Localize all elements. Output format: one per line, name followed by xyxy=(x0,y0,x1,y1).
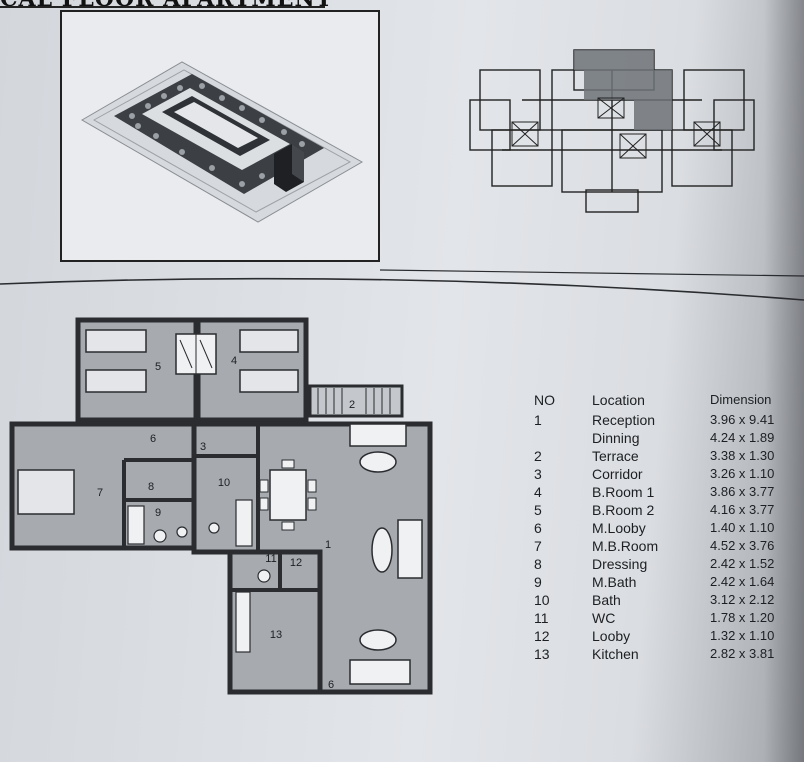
cell-no: 2 xyxy=(534,448,542,464)
table-row: 11 WC 1.78 x 1.20 xyxy=(534,610,794,628)
cell-location: Corridor xyxy=(592,466,643,482)
cell-no: 10 xyxy=(534,592,550,608)
site-plan-frame xyxy=(60,10,380,262)
plan-label-4: 4 xyxy=(231,355,237,367)
cell-dimension: 2.42 x 1.52 xyxy=(710,556,775,571)
cell-location: Kitchen xyxy=(592,646,639,662)
cell-dimension: 3.96 x 9.41 xyxy=(710,412,775,427)
cell-dimension: 3.12 x 2.12 xyxy=(710,592,775,607)
plan-label-6b: 6 xyxy=(328,679,334,691)
cell-location: Dinning xyxy=(592,430,640,446)
site-plan-drawing xyxy=(81,61,364,223)
plan-label-8: 8 xyxy=(148,481,154,493)
table-row: 7 M.B.Room 4.52 x 3.76 xyxy=(534,538,794,556)
plan-label-1: 1 xyxy=(325,539,331,551)
cell-location: M.B.Room xyxy=(592,538,659,554)
plan-label-9: 9 xyxy=(155,507,161,519)
cell-dimension: 4.24 x 1.89 xyxy=(710,430,775,445)
cell-no: 4 xyxy=(534,484,542,500)
cell-dimension: 1.78 x 1.20 xyxy=(710,610,775,625)
table-row: 8 Dressing 2.42 x 1.52 xyxy=(534,556,794,574)
plan-label-10: 10 xyxy=(218,477,230,489)
cell-dimension: 3.86 x 3.77 xyxy=(710,484,775,499)
cell-no: 13 xyxy=(534,646,550,662)
table-row: 5 B.Room 2 4.16 x 3.77 xyxy=(534,502,794,520)
room-schedule-table: NO Location Dimension 1 Reception 3.96 x 9… xyxy=(534,392,794,664)
table-row: 6 M.Looby 1.40 x 1.10 xyxy=(534,520,794,538)
cell-location: Bath xyxy=(592,592,621,608)
cell-dimension: 2.42 x 1.64 xyxy=(710,574,775,589)
plan-label-11: 11 xyxy=(265,553,276,565)
cell-dimension: 3.26 x 1.10 xyxy=(710,466,775,481)
cell-location: Dressing xyxy=(592,556,648,572)
cell-location: M.Looby xyxy=(592,520,646,536)
header-location: Location xyxy=(592,392,645,408)
table-row: 1 Reception 3.96 x 9.41 xyxy=(534,412,794,430)
plan-label-5: 5 xyxy=(155,361,161,373)
cell-location: B.Room 1 xyxy=(592,484,655,500)
cell-dimension: 4.52 x 3.76 xyxy=(710,538,775,553)
title-underline xyxy=(0,6,325,8)
cell-dimension: 4.16 x 3.77 xyxy=(710,502,775,517)
cell-location: Looby xyxy=(592,628,631,644)
cell-dimension: 2.82 x 3.81 xyxy=(710,646,775,661)
cell-no: 5 xyxy=(534,502,542,518)
plan-label-13: 13 xyxy=(270,629,282,641)
table-row: 13 Kitchen 2.82 x 3.81 xyxy=(534,646,794,664)
header-dimension: Dimension xyxy=(710,392,772,407)
cell-location: WC xyxy=(592,610,616,626)
plan-label-7: 7 xyxy=(97,487,103,499)
cell-no: 7 xyxy=(534,538,542,554)
cell-dimension: 3.38 x 1.30 xyxy=(710,448,775,463)
cell-location: B.Room 2 xyxy=(592,502,655,518)
table-row: 9 M.Bath 2.42 x 1.64 xyxy=(534,574,794,592)
cell-no: 9 xyxy=(534,574,542,590)
page-fold-shadow xyxy=(764,0,804,762)
table-row: 12 Looby 1.32 x 1.10 xyxy=(534,628,794,646)
table-row: 2 Terrace 3.38 x 1.30 xyxy=(534,448,794,466)
cell-location: Terrace xyxy=(592,448,639,464)
apartment-floor-plan: 5 4 2 3 6 7 8 9 10 1 11 12 13 6 xyxy=(9,317,433,695)
cell-location: Reception xyxy=(592,412,656,428)
cell-no: 3 xyxy=(534,466,542,482)
table-row: 4 B.Room 1 3.86 x 3.77 xyxy=(534,484,794,502)
plan-label-12: 12 xyxy=(290,557,302,569)
cell-no: 11 xyxy=(534,610,549,626)
cell-no: 6 xyxy=(534,520,542,536)
plan-label-2: 2 xyxy=(349,399,355,411)
cell-dimension: 1.32 x 1.10 xyxy=(710,628,775,643)
table-row: 10 Bath 3.12 x 2.12 xyxy=(534,592,794,610)
table-row: 3 Corridor 3.26 x 1.10 xyxy=(534,466,794,484)
plan-label-6a: 6 xyxy=(150,433,156,445)
plan-label-3: 3 xyxy=(200,441,206,453)
table-row: Dinning 4.24 x 1.89 xyxy=(534,430,794,448)
cell-location: M.Bath xyxy=(592,574,637,590)
cell-no: 12 xyxy=(534,628,550,644)
table-header: NO Location Dimension xyxy=(534,392,794,412)
key-floor-plan xyxy=(469,49,755,213)
header-no: NO xyxy=(534,392,555,408)
cell-dimension: 1.40 x 1.10 xyxy=(710,520,775,535)
cell-no: 1 xyxy=(534,412,542,428)
cell-no: 8 xyxy=(534,556,542,572)
